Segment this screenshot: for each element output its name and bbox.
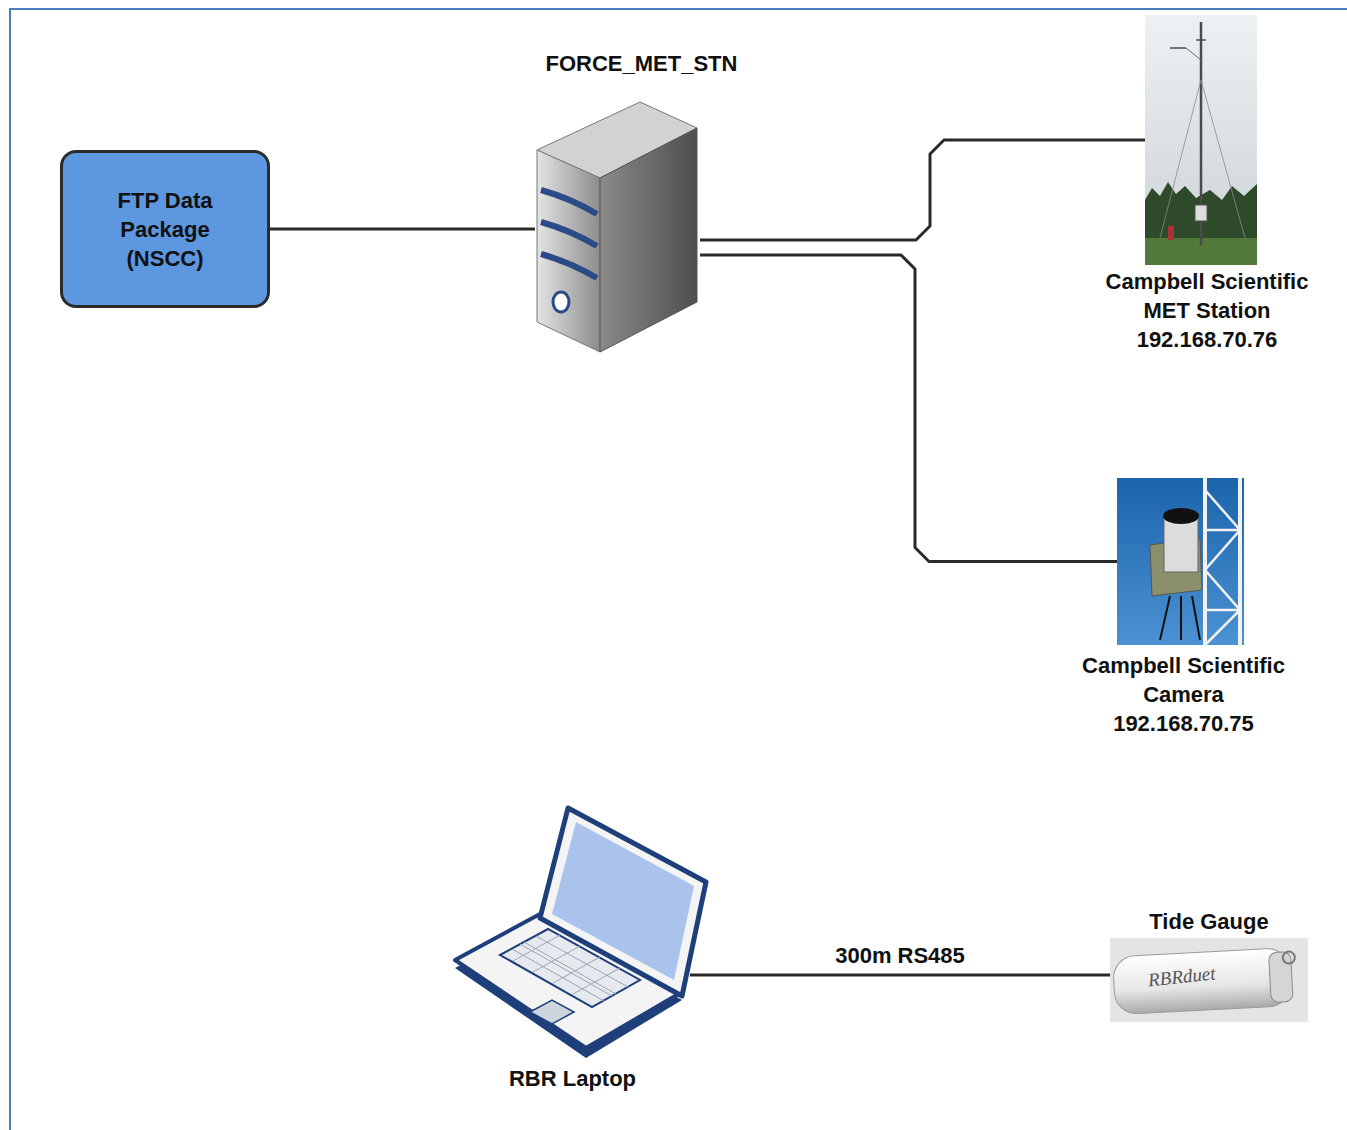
node-text: 192.168.70.76 xyxy=(1082,325,1332,354)
mast-arm xyxy=(1196,39,1206,41)
gauge-cylinder xyxy=(1113,947,1298,1014)
node-caption: Campbell Scientific Camera192.168.70.75 xyxy=(1059,651,1309,738)
mast-arm xyxy=(1170,47,1186,49)
camera-lens xyxy=(1163,508,1199,524)
camera-node: Campbell Scientific Camera192.168.70.75 xyxy=(1117,478,1244,645)
sign-post xyxy=(1168,226,1174,240)
node-text: Tide Gauge xyxy=(1109,907,1309,936)
connector-line xyxy=(700,140,1145,240)
logger-box xyxy=(1195,205,1207,221)
gauge-ring xyxy=(1283,951,1296,964)
laptop-node: RBR Laptop xyxy=(455,808,690,1058)
photo-ground xyxy=(1110,938,1308,1022)
laptop-icon xyxy=(455,808,706,1058)
server-front xyxy=(537,150,600,352)
connector-line xyxy=(270,228,535,231)
node-text: 192.168.70.75 xyxy=(1059,709,1309,738)
node-text: FORCE_MET_STN xyxy=(512,49,772,78)
touchpad xyxy=(530,1000,574,1024)
guy-wire xyxy=(1186,48,1201,60)
gauge-body xyxy=(1113,948,1292,1015)
product-name: RBRduet xyxy=(1147,963,1216,992)
guy-wire xyxy=(1201,80,1245,238)
tower-lattice xyxy=(1205,490,1240,645)
gauge-cap xyxy=(1269,951,1294,1002)
node-text: RBR Laptop xyxy=(473,1064,673,1093)
node-caption: Campbell Scientific MET Station192.168.7… xyxy=(1082,267,1332,354)
server-node: FORCE_MET_STN xyxy=(535,100,700,352)
photo-sky xyxy=(1145,15,1257,265)
node-caption: Tide Gauge xyxy=(1109,907,1309,936)
node-text: Campbell Scientific MET Station xyxy=(1082,267,1332,325)
ftp-package-box: FTP Data Package (NSCC) xyxy=(60,150,270,308)
connector-line xyxy=(690,974,1110,977)
edge-label: 300m RS485 xyxy=(832,943,968,969)
met-station-node: Campbell Scientific MET Station192.168.7… xyxy=(1145,15,1257,265)
laptop-lid xyxy=(540,808,706,996)
drive-bay xyxy=(541,222,597,246)
server-icon xyxy=(537,102,697,352)
connector-line xyxy=(700,255,1117,562)
node-caption: FORCE_MET_STN xyxy=(512,49,772,78)
node-caption: FTP Data Package (NSCC) xyxy=(63,153,267,305)
page-frame xyxy=(10,9,1347,1130)
laptop-screen xyxy=(552,822,694,980)
server-side xyxy=(600,128,697,352)
tower-leg xyxy=(1238,478,1242,645)
node-text: FTP Data Package (NSCC) xyxy=(110,186,220,273)
camera-stand xyxy=(1160,596,1200,640)
drive-bay xyxy=(541,254,597,278)
tower-leg xyxy=(1203,478,1207,645)
met-station-photo xyxy=(1145,15,1257,265)
node-caption: RBR Laptop xyxy=(473,1064,673,1093)
tide-gauge-photo xyxy=(1110,938,1308,1022)
power-button xyxy=(553,292,569,312)
drive-bay xyxy=(541,190,597,214)
photo-sky xyxy=(1117,478,1244,645)
node-text: Campbell Scientific Camera xyxy=(1059,651,1309,709)
camera-photo xyxy=(1117,478,1244,645)
